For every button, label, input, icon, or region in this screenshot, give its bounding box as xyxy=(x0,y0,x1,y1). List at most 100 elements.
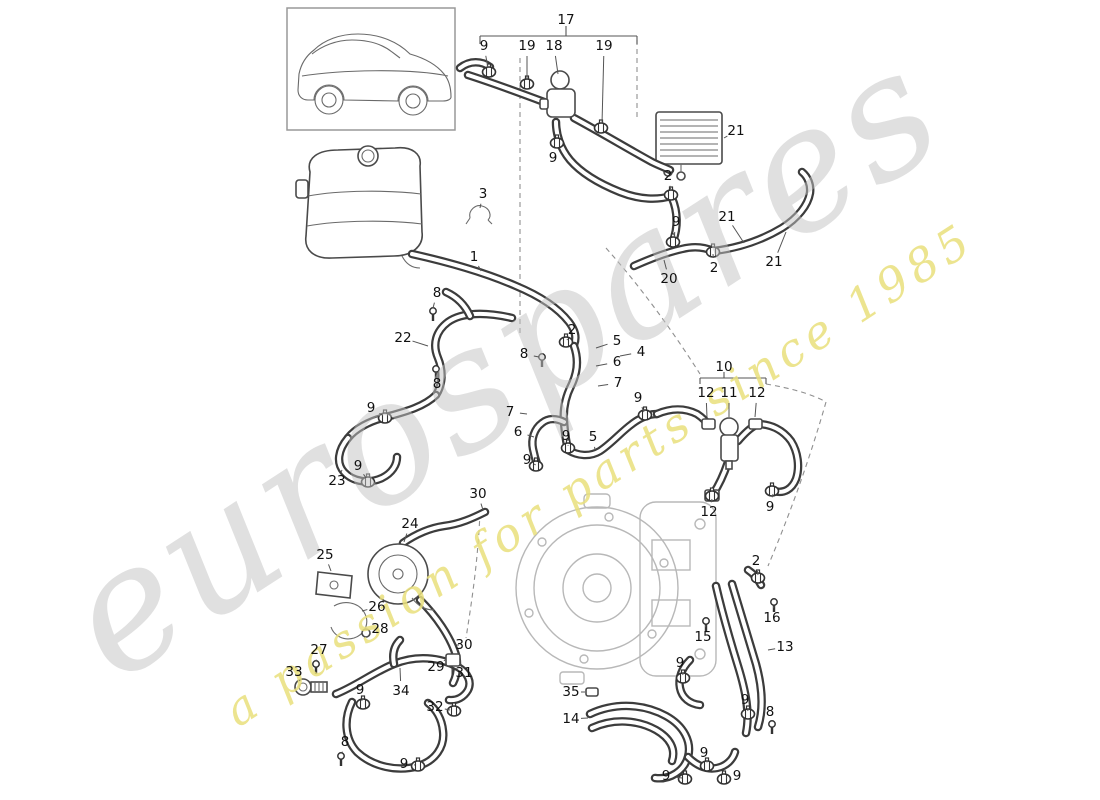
diagram-shape xyxy=(549,137,565,149)
diagram-shape xyxy=(546,88,576,118)
part-number-label: 7 xyxy=(614,375,623,391)
part-callout: 7 xyxy=(506,404,528,420)
callout-leader xyxy=(485,55,489,69)
hose-path xyxy=(587,717,678,766)
part-number-label: 6 xyxy=(514,424,523,440)
diagram-shape xyxy=(651,599,691,627)
callout-leader xyxy=(754,402,757,418)
diagram-shape xyxy=(515,506,679,670)
diagram-shape xyxy=(659,558,669,568)
part-callout: 9 xyxy=(549,146,558,166)
hose-clamp-icon xyxy=(560,439,576,454)
part-callout: 9 xyxy=(672,214,680,239)
part-number-label: 30 xyxy=(469,486,486,502)
part-number-label: 9 xyxy=(367,400,376,416)
part-callout: 1 xyxy=(470,249,482,272)
part-number-label: 29 xyxy=(427,659,444,675)
coolant-expansion-tank xyxy=(295,145,423,269)
diagram-shape xyxy=(720,434,739,462)
part-callout: 5 xyxy=(595,333,622,349)
callout-leader xyxy=(767,648,776,651)
part-number-label: 5 xyxy=(613,333,622,349)
callout-leader xyxy=(704,624,707,628)
part-number-label: 13 xyxy=(776,639,793,655)
hose-clamp-icon xyxy=(410,757,426,772)
part-number-label: 2 xyxy=(568,322,577,338)
callout-leader xyxy=(601,55,605,125)
part-callout: 9 xyxy=(766,493,775,515)
watermark: eurospares a passion for parts since 198… xyxy=(29,9,983,738)
diagram-shape xyxy=(558,336,574,348)
diagram-shape xyxy=(392,568,404,580)
callout-leader xyxy=(480,503,484,511)
part-callout: 9 xyxy=(356,682,364,702)
part-number-label: 2 xyxy=(752,553,761,569)
part-number-label: 9 xyxy=(676,655,685,671)
part-number-label: 31 xyxy=(455,665,472,681)
part-callout: 32 xyxy=(426,699,451,715)
part-number-label: 5 xyxy=(589,429,598,445)
part-callout: 3 xyxy=(479,186,487,209)
diagram-shape xyxy=(665,236,681,248)
part-number-label: 9 xyxy=(480,38,489,54)
part-callout: 2 xyxy=(664,168,672,192)
diagram-shape xyxy=(321,92,337,108)
diagram-shape xyxy=(481,66,497,78)
diagram-shape xyxy=(355,698,371,710)
diagram-shape xyxy=(298,682,308,692)
part-number-label: 9 xyxy=(741,692,750,708)
part-callout: 4 xyxy=(619,344,645,360)
diagram-shape xyxy=(725,460,733,470)
car-wheel-rear xyxy=(398,86,428,116)
diagram-shape xyxy=(768,720,776,728)
hose-clamp-icon xyxy=(699,757,715,772)
hose-highlight xyxy=(433,311,514,397)
diagram-shape xyxy=(764,485,780,497)
clip-part-3 xyxy=(465,205,493,225)
diagram-shape xyxy=(550,70,570,90)
diagram-shape xyxy=(410,760,426,772)
part-number-label: 23 xyxy=(328,473,345,489)
car-wheel-front xyxy=(314,85,344,115)
connector-part-12 xyxy=(748,418,763,430)
diagram-shape xyxy=(329,580,339,590)
callout-leader xyxy=(519,412,528,415)
part-number-label: 9 xyxy=(766,499,775,515)
callout-leader xyxy=(771,493,774,498)
hose-highlight xyxy=(590,719,676,763)
car-body xyxy=(297,33,452,102)
callout-leader xyxy=(432,302,435,309)
part-callout: 8 xyxy=(432,285,441,309)
diagram-shape xyxy=(740,708,756,720)
part-callout: 2 xyxy=(710,253,718,276)
part-number-label: 10 xyxy=(715,359,732,375)
part-callout: 18 xyxy=(545,38,563,75)
part-number-label: 9 xyxy=(700,745,709,761)
part-callout: 8 xyxy=(766,704,774,722)
valve-part-11 xyxy=(719,417,739,470)
part-number-label: 20 xyxy=(660,271,677,287)
part-number-label: 30 xyxy=(455,637,472,653)
hose-highlight xyxy=(712,170,813,253)
hose-highlight xyxy=(632,245,715,268)
hose-highlight xyxy=(334,656,472,703)
part-callout: 8 xyxy=(341,734,349,754)
part-number-label: 9 xyxy=(634,390,643,406)
part-callout: 8 xyxy=(433,370,441,392)
part-number-label: 24 xyxy=(401,516,418,532)
part-callout: 21 xyxy=(718,209,745,244)
connector-part-12 xyxy=(701,418,716,430)
callout-leader xyxy=(710,498,713,503)
diagram-shape xyxy=(605,247,701,375)
diagram-shape xyxy=(694,518,706,530)
part-callout: 20 xyxy=(660,259,678,287)
part-number-label: 32 xyxy=(426,699,443,715)
part-number-label: 12 xyxy=(697,385,714,401)
callout-leader xyxy=(403,533,408,543)
part-callout: 31 xyxy=(455,665,472,681)
diagram-shape xyxy=(651,539,691,571)
transmission-housing xyxy=(515,493,717,685)
part-callout: 29 xyxy=(427,659,446,675)
